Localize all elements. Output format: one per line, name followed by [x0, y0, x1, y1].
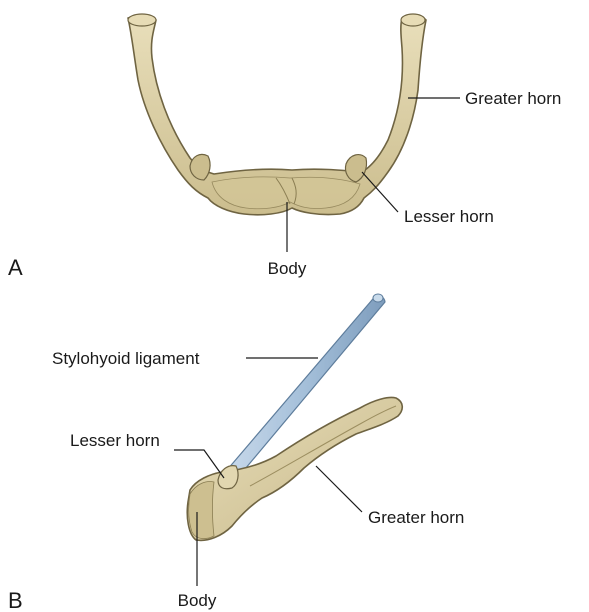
hyoid-bone-a — [128, 14, 426, 215]
panel-letter-b: B — [8, 588, 23, 612]
label-lesser-horn-b: Lesser horn — [70, 431, 160, 450]
stylohyoid-ligament-b-tip — [373, 294, 383, 302]
lesser-horn-b — [218, 466, 238, 489]
panel-b: Stylohyoid ligament Lesser horn Greater … — [8, 294, 464, 612]
label-stylohyoid-ligament-b: Stylohyoid ligament — [52, 349, 200, 368]
label-greater-horn-b: Greater horn — [368, 508, 464, 527]
panel-letter-a: A — [8, 255, 23, 280]
hyoid-body-b-shading — [189, 482, 214, 539]
panel-a: Greater horn Lesser horn Body A — [8, 14, 561, 280]
greater-horn-a-left-tip — [128, 14, 156, 26]
leader-greater-horn-b — [316, 466, 362, 512]
label-body-a: Body — [268, 259, 307, 278]
label-greater-horn-a: Greater horn — [465, 89, 561, 108]
label-lesser-horn-a: Lesser horn — [404, 207, 494, 226]
greater-horn-a-right-tip — [401, 14, 425, 26]
hyoid-body-a-shading — [212, 177, 360, 209]
label-body-b: Body — [178, 591, 217, 610]
